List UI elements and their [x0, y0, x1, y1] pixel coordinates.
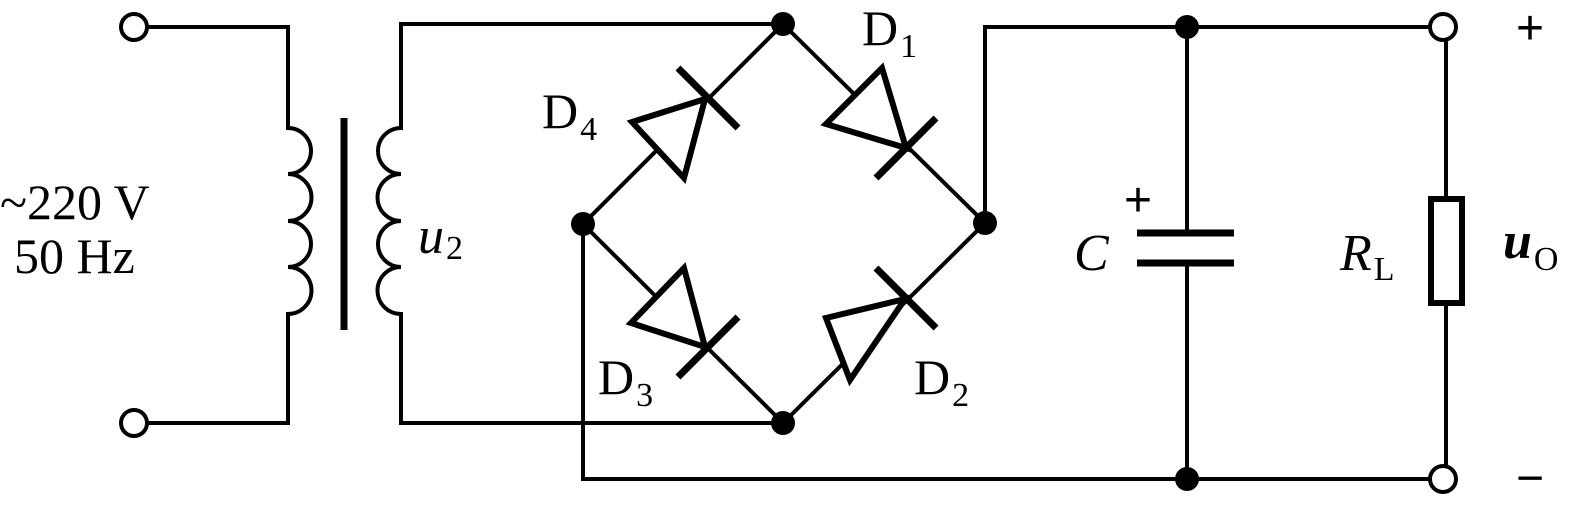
diode-d1-label: D1: [862, 0, 917, 65]
input-terminal-bottom: [119, 408, 149, 438]
load-label: RL: [1339, 225, 1395, 288]
capacitor-polarity: +: [1124, 174, 1152, 227]
output-voltage-label: uO: [1503, 213, 1558, 278]
junction-cap-bottom: [1175, 467, 1199, 491]
diode-d3-label: D3: [598, 349, 653, 414]
diode-d4: [626, 65, 741, 185]
source-frequency-label: 50 Hz: [14, 228, 135, 284]
junction-bridge-left: [571, 212, 595, 236]
primary-wiring: [145, 25, 290, 425]
source-voltage-label: ~220 V: [0, 174, 150, 230]
capacitor-label: C: [1074, 225, 1110, 282]
diode-d1: [820, 62, 939, 181]
output-terminal-bottom: [1428, 464, 1458, 494]
junction-cap-top: [1175, 15, 1199, 39]
secondary-wiring: [399, 22, 785, 425]
junction-bridge-right: [973, 211, 997, 235]
output-plus-sign: +: [1516, 2, 1544, 55]
diode-d3: [625, 262, 741, 380]
diode-d4-label: D4: [542, 83, 597, 148]
diode-d2-label: D2: [914, 349, 969, 414]
output-terminal-top: [1428, 12, 1458, 42]
junction-bridge-top: [771, 12, 795, 36]
output-minus-sign: −: [1516, 452, 1544, 505]
output-wiring: [581, 25, 1448, 481]
junction-dots: [571, 12, 1199, 491]
diode-d2: [821, 265, 939, 387]
primary-coil: [285, 125, 314, 317]
load-resistor: [1428, 196, 1465, 306]
secondary-coil: [375, 125, 404, 317]
capacitor: [1137, 229, 1234, 267]
output-terminals: [1428, 12, 1458, 494]
secondary-voltage-label: u2: [418, 208, 463, 267]
junction-bridge-bottom: [771, 411, 795, 435]
input-terminal-top: [119, 12, 149, 42]
